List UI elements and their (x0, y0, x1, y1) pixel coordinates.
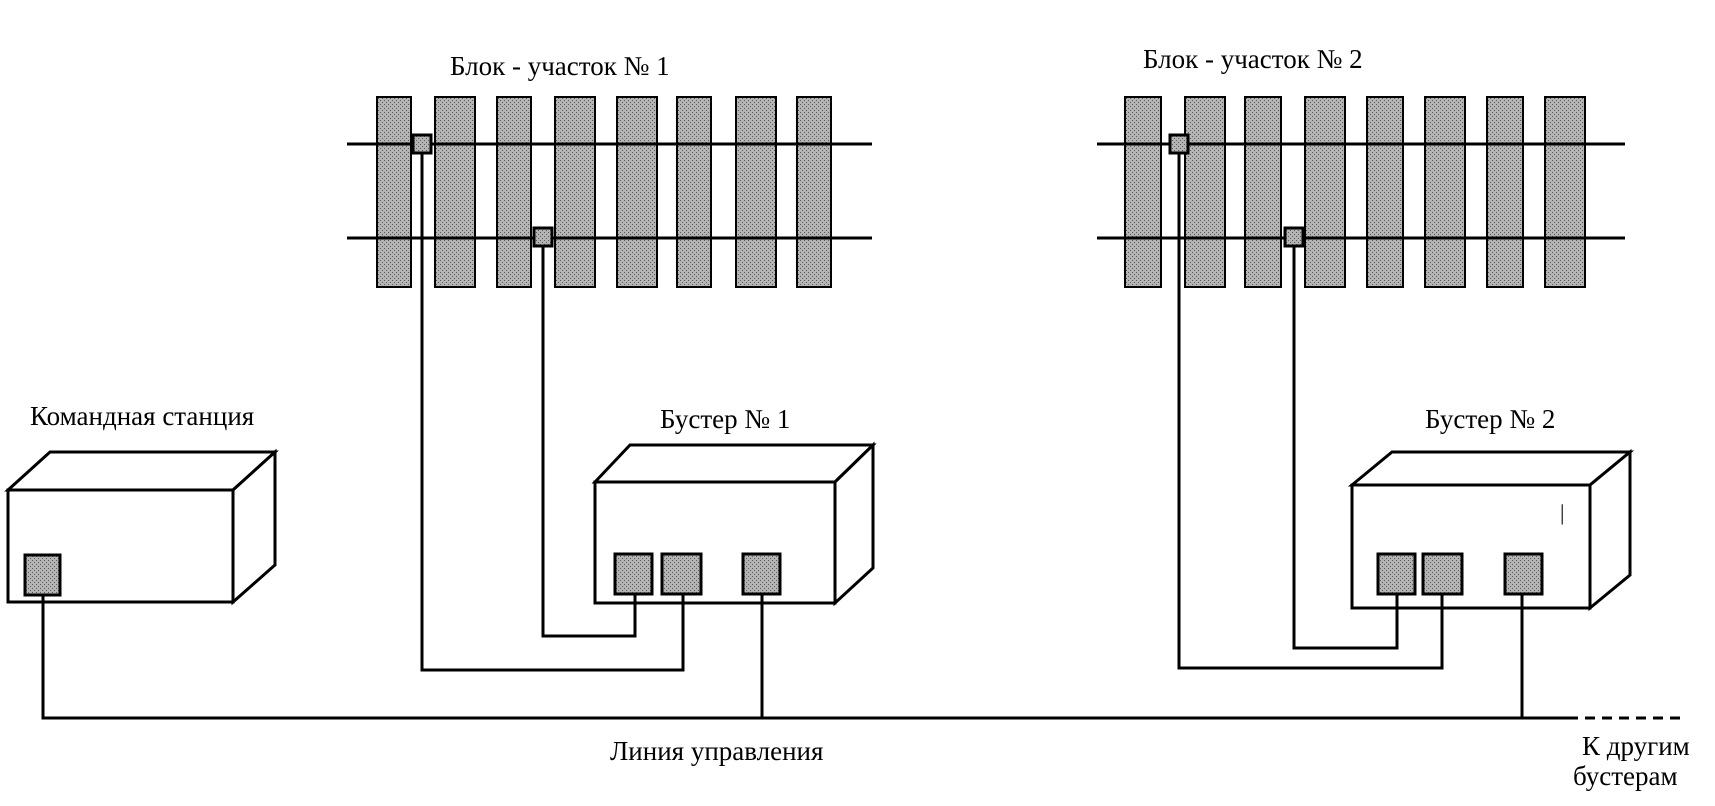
label-block-1: Блок - участок № 1 (450, 51, 670, 81)
label-booster-1: Бустер № 1 (660, 404, 790, 434)
tie (1366, 96, 1404, 288)
tie (1424, 96, 1466, 288)
box-front (6, 488, 235, 604)
tie (1304, 96, 1346, 288)
wire-block-1-rail-top (420, 153, 685, 672)
command-station-port (23, 553, 62, 597)
rail-connector (411, 133, 433, 155)
tie (434, 96, 476, 288)
booster-1-port-b (660, 552, 703, 596)
rail-connector (532, 226, 554, 248)
label-block-2: Блок - участок № 2 (1143, 44, 1363, 74)
tie (1244, 96, 1282, 288)
command-station-box (4, 448, 279, 606)
ties-block-2 (1124, 96, 1586, 288)
tie (735, 96, 777, 288)
booster-2-port-c (1503, 552, 1544, 596)
booster-1-box (591, 441, 877, 607)
label-command-station: Командная станция (30, 401, 254, 431)
booster-1-port-c (741, 552, 782, 596)
wire-command-station (41, 595, 1568, 720)
tie (616, 96, 658, 288)
tie (676, 96, 712, 288)
tie (1486, 96, 1524, 288)
tie (496, 96, 532, 288)
tie (1544, 96, 1586, 288)
booster-2-mark: | (1560, 500, 1564, 525)
wire-block-2-rail-top (1177, 153, 1444, 670)
tie (554, 96, 596, 288)
label-other-boosters-1: К другим (1582, 731, 1690, 761)
booster-2-box (1347, 448, 1635, 612)
booster-2-port-b (1421, 552, 1464, 596)
booster-2-port-a (1376, 552, 1417, 596)
label-other-boosters-2: бустерам (1573, 761, 1678, 791)
wires (41, 153, 1685, 720)
tie (1124, 96, 1162, 288)
tie (1184, 96, 1226, 288)
rail-connector (1168, 133, 1190, 155)
track-block-1 (347, 96, 872, 288)
label-control-line: Линия управления (610, 736, 823, 766)
booster-1-port-a (613, 552, 654, 596)
wire-block-2-rail-bottom (1292, 246, 1399, 650)
tie (376, 96, 412, 288)
box-top (4, 450, 279, 492)
wire-block-1-rail-bottom (541, 246, 637, 638)
rail-connector (1283, 226, 1305, 248)
box-top (591, 443, 877, 484)
tie (796, 96, 832, 288)
label-booster-2: Бустер № 2 (1425, 404, 1555, 434)
box-top (1347, 450, 1635, 487)
ties-block-1 (376, 96, 832, 288)
track-block-2 (1097, 96, 1625, 288)
